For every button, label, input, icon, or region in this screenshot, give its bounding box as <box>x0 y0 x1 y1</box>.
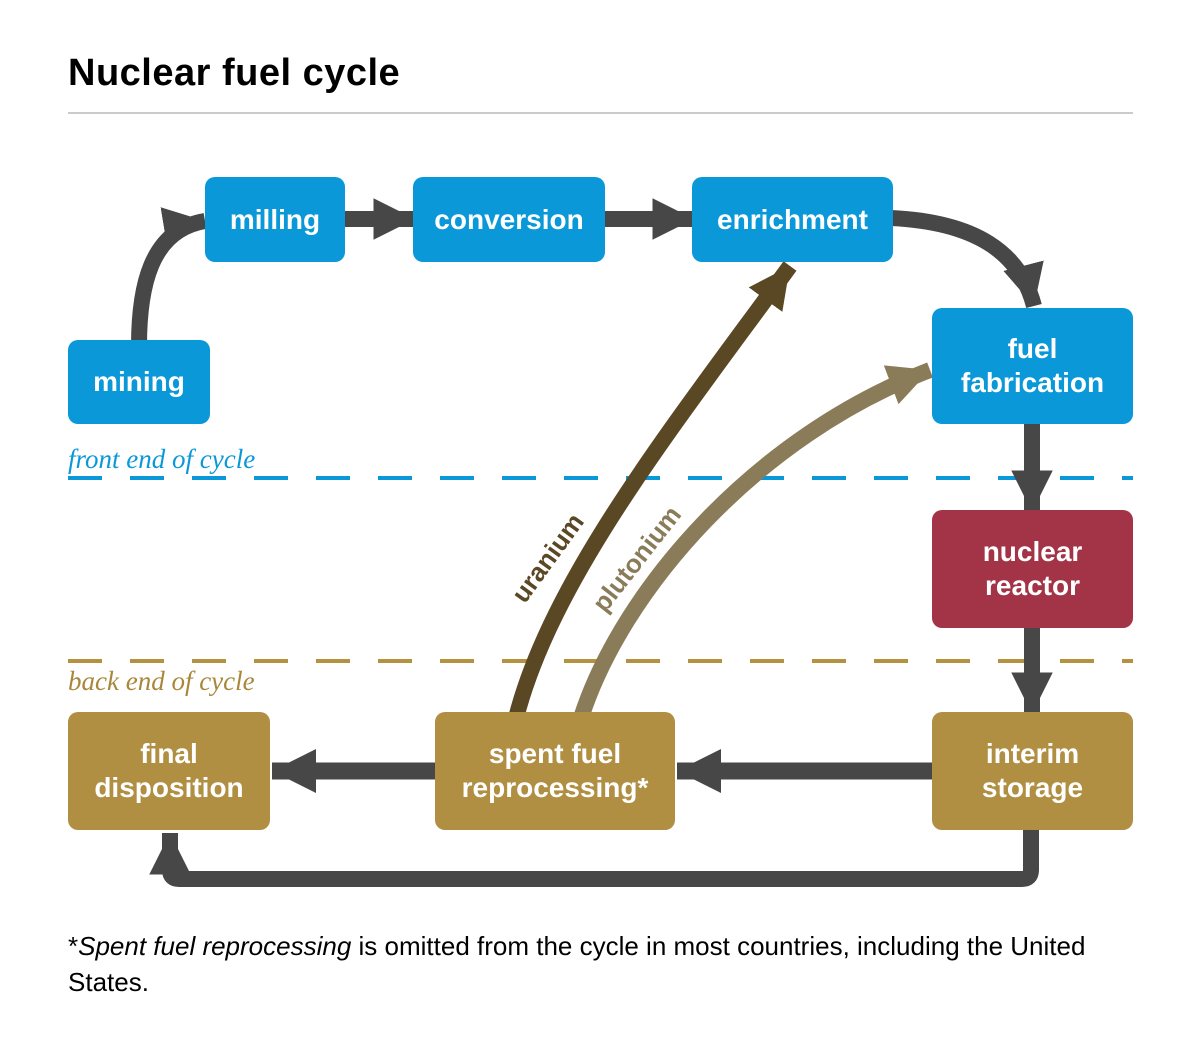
front-end-of-cycle-label: front end of cycle <box>68 444 256 474</box>
arrow-plutonium-to-fuel-fabrication <box>573 362 933 721</box>
node-spent-fuel-reprocessing: spent fuel reprocessing* <box>435 712 675 830</box>
node-fuel-fabrication: fuel fabrication <box>932 308 1133 424</box>
node-interim-storage: interim storage <box>932 712 1133 830</box>
back-end-of-cycle-label: back end of cycle <box>68 666 255 696</box>
node-milling: milling <box>205 177 345 262</box>
node-enrichment: enrichment <box>692 177 893 262</box>
arrow-enrichment-to-fuel-fabrication <box>890 210 1044 309</box>
arrow-mining-to-milling <box>131 207 207 347</box>
footnote-text: is omitted from the cycle in most countr… <box>68 931 1086 997</box>
node-label: milling <box>229 203 321 235</box>
footnote: *Spent fuel reprocessing is omitted from… <box>68 928 1088 1000</box>
node-label: spent fuel reprocessing* <box>461 738 649 803</box>
node-label: fuel fabrication <box>960 333 1105 398</box>
arrow-interim-storage-to-final-disposition <box>149 828 1039 887</box>
node-label: final disposition <box>94 738 244 803</box>
node-conversion: conversion <box>413 177 605 262</box>
footnote-asterisk: * <box>68 931 79 961</box>
node-final-disposition: final disposition <box>68 712 270 830</box>
node-nuclear-reactor: nuclear reactor <box>932 510 1133 628</box>
node-label: mining <box>93 366 185 397</box>
node-label: conversion <box>434 203 584 235</box>
node-label: enrichment <box>717 203 868 235</box>
node-label: interim storage <box>981 738 1084 803</box>
title-divider <box>68 112 1133 114</box>
node-label: nuclear reactor <box>982 536 1083 601</box>
footnote-italic-term: Spent fuel reprocessing <box>78 931 352 961</box>
arrow-uranium-to-enrichment <box>508 261 797 720</box>
page-title: Nuclear fuel cycle <box>68 52 401 94</box>
node-mining: mining <box>68 340 210 424</box>
